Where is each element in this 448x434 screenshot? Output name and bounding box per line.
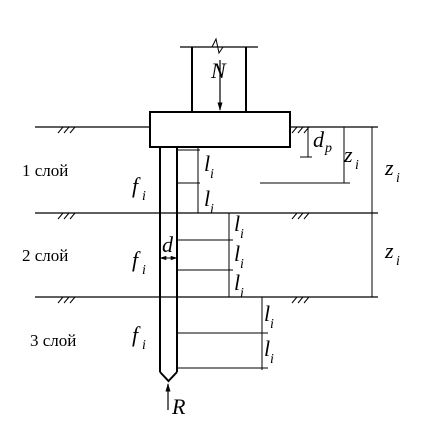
ground-surface — [35, 126, 378, 134]
svg-text:i: i — [240, 227, 244, 242]
depth-dimensions — [260, 126, 378, 298]
friction-label-2: f — [132, 247, 141, 272]
svg-text:i: i — [240, 286, 244, 301]
friction-label-3: f — [132, 322, 141, 347]
svg-text:i: i — [240, 257, 244, 272]
segment-ticks — [177, 147, 268, 370]
layer-2-label: 2 слой — [22, 246, 68, 265]
layer-3-label: 3 слой — [30, 331, 76, 350]
svg-text:i: i — [270, 352, 274, 367]
friction-label-1: f — [132, 173, 141, 198]
svg-text:l: l — [234, 241, 240, 266]
depth-sub-1: i — [355, 158, 359, 173]
friction-sub-3: i — [142, 338, 146, 353]
friction-sub-1: i — [142, 189, 146, 204]
depth-label-2: z — [384, 155, 394, 180]
layer-1-label: 1 слой — [22, 161, 68, 180]
load-label: N — [210, 58, 227, 83]
svg-text:l: l — [264, 301, 270, 326]
cap-depth-sub: p — [324, 141, 332, 156]
depth-sub-3: i — [396, 254, 400, 269]
layer-boundary-2 — [35, 296, 378, 304]
svg-text:l: l — [204, 186, 210, 211]
svg-text:i: i — [270, 317, 274, 332]
diameter-label: d — [162, 232, 174, 257]
layer-boundary-1 — [35, 212, 378, 220]
cap-depth-label: d — [313, 127, 325, 152]
pile — [159, 147, 178, 383]
break-mark — [211, 37, 224, 55]
depth-label-3: z — [384, 238, 394, 263]
svg-text:i: i — [210, 202, 214, 217]
svg-text:l: l — [234, 270, 240, 295]
svg-text:l: l — [234, 211, 240, 236]
reaction-label: R — [171, 394, 186, 419]
svg-text:l: l — [264, 336, 270, 361]
column — [180, 37, 258, 112]
depth-sub-2: i — [396, 171, 400, 186]
friction-sub-2: i — [142, 263, 146, 278]
pile-cap — [149, 111, 291, 148]
svg-text:i: i — [210, 167, 214, 182]
svg-text:l: l — [204, 151, 210, 176]
depth-label-1: z — [343, 142, 353, 167]
